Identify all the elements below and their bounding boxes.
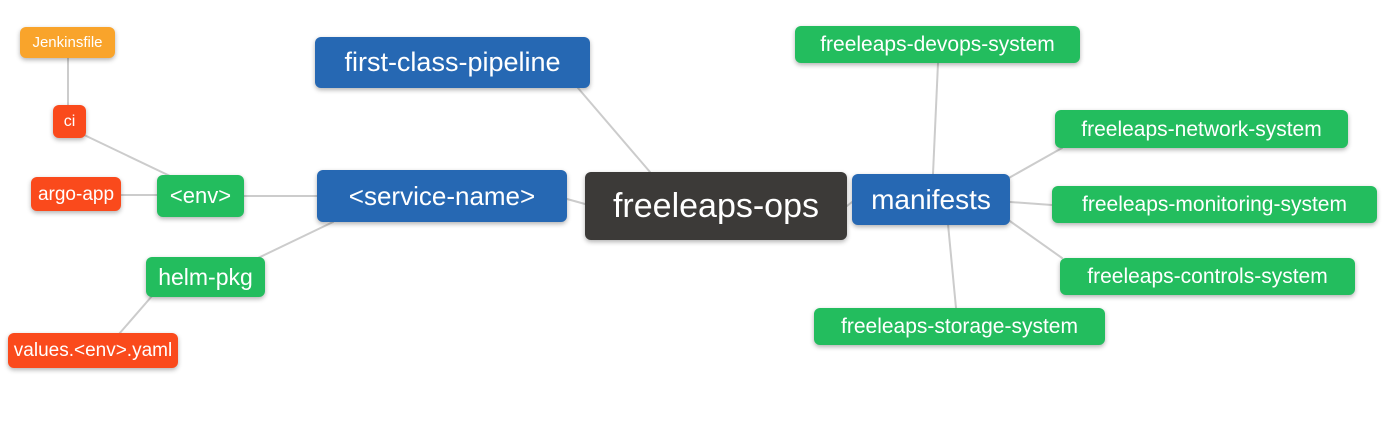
node-env[interactable]: <env> xyxy=(157,175,244,217)
node-values-env-yaml[interactable]: values.<env>.yaml xyxy=(8,333,178,368)
node-freeleaps-ops[interactable]: freeleaps-ops xyxy=(585,172,847,240)
edge-service-name-to-freeleaps-ops xyxy=(566,198,586,205)
node-storage-system[interactable]: freeleaps-storage-system xyxy=(814,308,1105,345)
node-ci[interactable]: ci xyxy=(53,105,86,138)
node-service-name[interactable]: <service-name> xyxy=(317,170,567,222)
edge-helm-pkg-to-values-env-yaml xyxy=(118,295,153,335)
edge-manifests-to-monitoring-system xyxy=(1009,201,1053,206)
edge-manifests-to-storage-system xyxy=(947,223,957,309)
edge-ci-to-env xyxy=(79,132,171,177)
edge-manifests-to-controls-system xyxy=(1006,218,1063,259)
node-jenkinsfile[interactable]: Jenkinsfile xyxy=(20,27,115,58)
node-argo-app[interactable]: argo-app xyxy=(31,177,121,211)
edge-manifests-to-network-system xyxy=(1006,147,1063,180)
node-controls-system[interactable]: freeleaps-controls-system xyxy=(1060,258,1355,295)
node-monitoring-system[interactable]: freeleaps-monitoring-system xyxy=(1052,186,1377,223)
node-devops-system[interactable]: freeleaps-devops-system xyxy=(795,26,1080,63)
edge-service-name-to-helm-pkg xyxy=(257,221,334,259)
edge-freeleaps-ops-to-manifests xyxy=(846,201,853,207)
edge-manifests-to-devops-system xyxy=(932,62,939,175)
node-network-system[interactable]: freeleaps-network-system xyxy=(1055,110,1348,148)
node-first-class-pipeline[interactable]: first-class-pipeline xyxy=(315,37,590,88)
node-helm-pkg[interactable]: helm-pkg xyxy=(146,257,265,297)
node-manifests[interactable]: manifests xyxy=(852,174,1010,225)
edge-first-class-pipeline-to-freeleaps-ops xyxy=(577,87,651,173)
